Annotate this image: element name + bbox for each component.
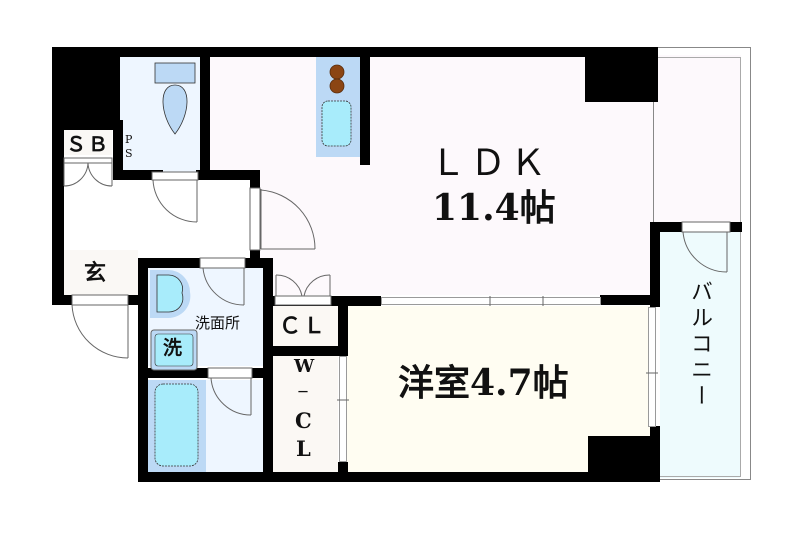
ldk-floor-ext <box>260 180 660 295</box>
wall-bottom-right-block <box>588 436 660 482</box>
ldk-upper-right <box>653 55 741 230</box>
wall-ps-bottom <box>113 170 163 180</box>
wcl-label-1: W <box>294 356 315 377</box>
ldk-name-label: ＬＤＫ <box>430 143 551 184</box>
pipe-space-label-1: P <box>125 133 133 146</box>
wall-wash-top-r <box>245 258 265 268</box>
wall-wash-bath-divider-r <box>252 368 267 378</box>
wall-balcony-left-lower <box>650 426 660 482</box>
balcony-label: バルコニー <box>687 280 712 410</box>
washer-pan <box>150 329 198 371</box>
washroom-label: 洗面所 <box>195 314 241 332</box>
shoe-box-label: ＳＢ <box>66 132 110 156</box>
wall-hall-top <box>196 170 260 180</box>
wall-ps-block <box>113 120 123 178</box>
wall-entrance-bottom-left <box>52 295 72 305</box>
entrance-label: 玄 <box>84 260 107 286</box>
wall-cl-wcl-divider <box>263 346 348 356</box>
ldk-size-label: 11.4帖 <box>432 187 556 229</box>
bath-door <box>207 367 253 416</box>
wall-balcony-top-right <box>730 222 742 232</box>
entrance-door <box>71 294 129 359</box>
balcony-door <box>681 221 731 273</box>
wash-basin <box>150 270 191 319</box>
kitchen-counter <box>316 57 370 165</box>
wcl-sliding-door[interactable] <box>339 356 347 462</box>
balcony-inner-rail <box>653 57 741 477</box>
wall-entrance-bottom-right <box>128 295 140 305</box>
toilet-door <box>151 171 199 223</box>
wall-ldk-western-divider <box>600 295 660 305</box>
sb-double-door <box>63 157 113 187</box>
wall-wash-top <box>138 258 200 268</box>
sliding-door-ldk-western[interactable] <box>381 297 601 305</box>
wcl-label-2: － <box>297 385 310 399</box>
wall-cl-right <box>338 296 348 354</box>
wall-wcl-right-bottom <box>338 462 348 474</box>
closet-label: ＣＬ <box>279 313 328 339</box>
cl-floor <box>273 306 338 346</box>
wall-balcony-left-upper <box>650 222 660 307</box>
window-western-balcony <box>648 307 656 427</box>
wall-top <box>52 47 658 57</box>
wall-bottom <box>138 472 660 482</box>
wall-top-right-block <box>585 47 658 102</box>
wall-balcony-top <box>650 222 682 232</box>
washroom-door <box>199 257 246 306</box>
ldk-door <box>249 187 316 251</box>
washer-label: 洗 <box>163 337 183 359</box>
wall-wash-right <box>263 258 273 480</box>
wall-top-left-block <box>52 47 120 130</box>
wcl-label-3: C <box>295 408 312 433</box>
western-room-label: 洋室4.7帖 <box>398 362 569 404</box>
sb-floor <box>62 130 112 155</box>
wall-wash-bath-divider <box>138 368 208 378</box>
entrance-floor <box>62 250 138 295</box>
wcl-label-4: L <box>296 436 311 461</box>
toilet-fixture <box>154 62 196 135</box>
wcl-floor <box>273 355 338 472</box>
wall-hall-right-post <box>250 170 260 188</box>
pipe-space-label-2: S <box>125 147 133 160</box>
cl-double-door <box>274 274 332 306</box>
bathtub <box>148 380 206 472</box>
wall-toilet-right <box>200 47 210 180</box>
